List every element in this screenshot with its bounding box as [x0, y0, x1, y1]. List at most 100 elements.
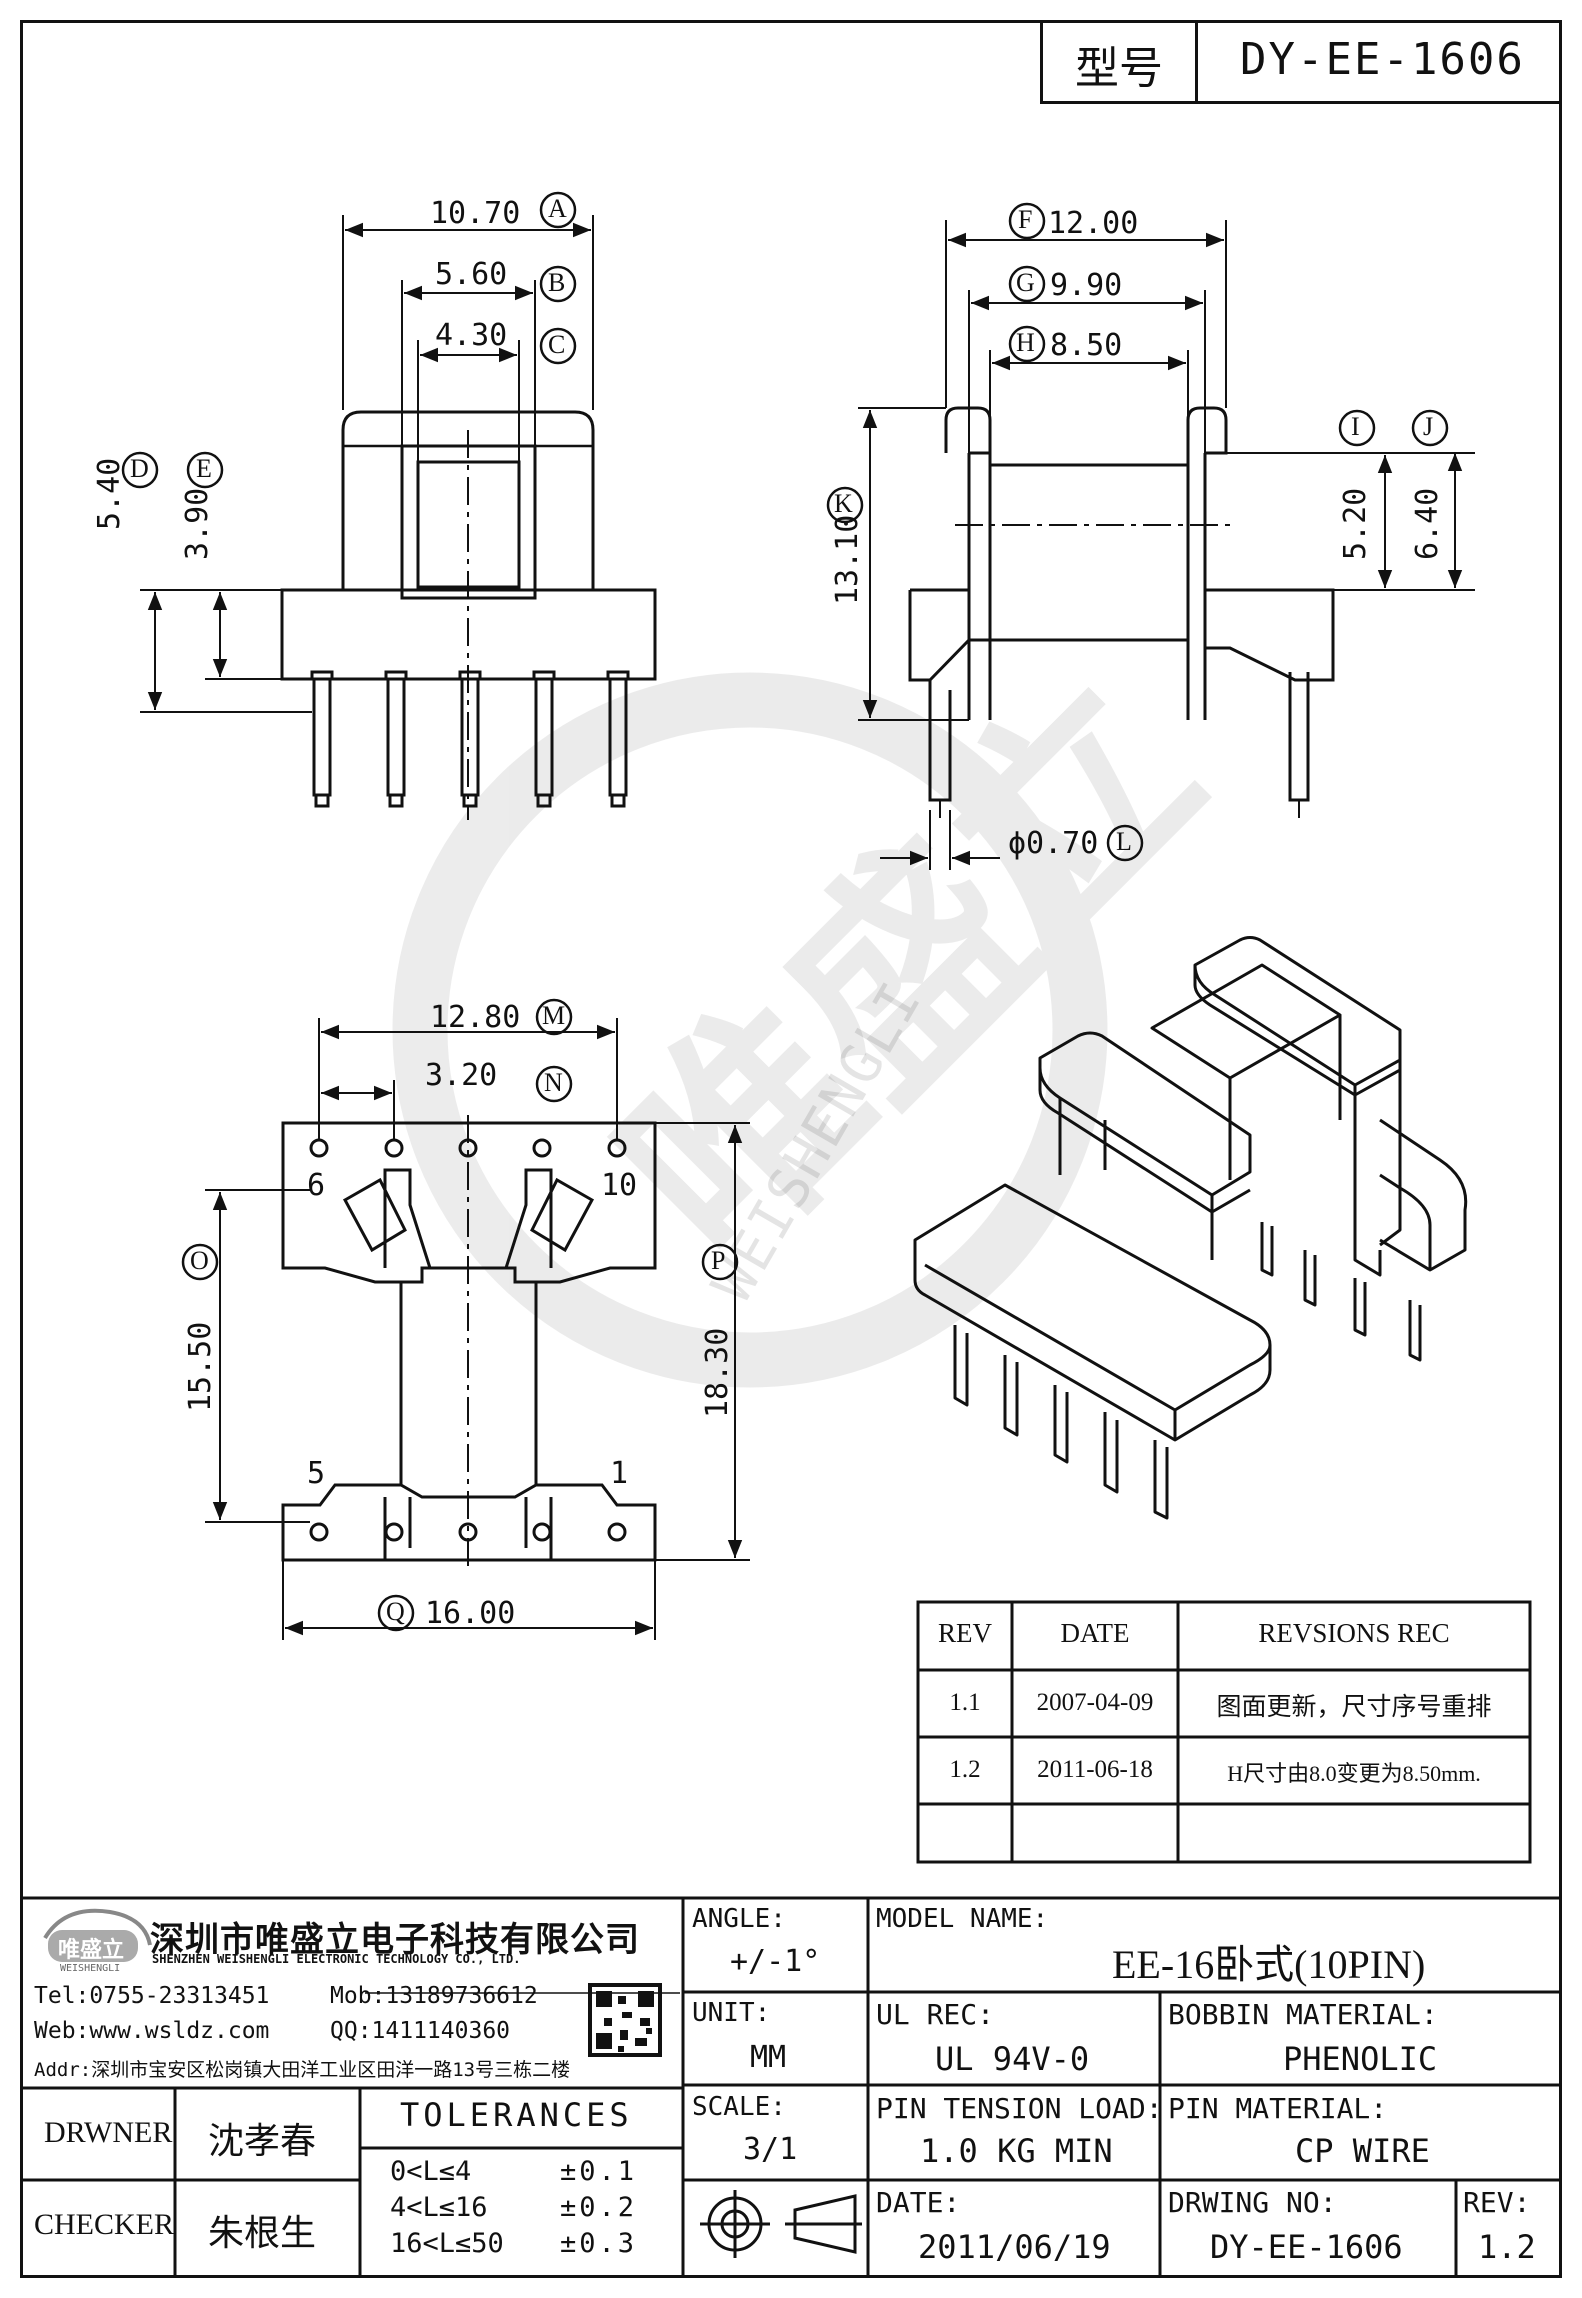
bubble-D: D: [130, 454, 149, 483]
logo-sub: WEISHENGLI: [60, 1963, 121, 1974]
ul-value: UL 94V-0: [935, 2040, 1090, 2078]
isometric-view: [913, 936, 1468, 1520]
pin-label-5: 5: [307, 1456, 326, 1491]
rev-row1-rev: 1.1: [949, 1689, 981, 1716]
bubble-M: M: [542, 1001, 566, 1030]
tolerance-range-2: 4<L≤16: [390, 2192, 488, 2223]
dim-A-value: 10.70: [430, 196, 521, 231]
model-value: EE-16卧式(10PIN): [1112, 1942, 1426, 1987]
tolerance-value-3: ±0.3: [560, 2228, 638, 2259]
pin-label-6: 6: [307, 1168, 326, 1203]
rev-header-date: DATE: [1060, 1618, 1130, 1648]
qr-code: [588, 1983, 662, 2057]
rev-value: 1.2: [1478, 2228, 1536, 2266]
company-tel: Tel:0755-23313451: [34, 1983, 270, 2009]
tolerance-range-1: 0<L≤4: [390, 2156, 472, 2187]
rev-row2-date: 2011-06-18: [1037, 1756, 1153, 1783]
rev-row1-date: 2007-04-09: [1036, 1689, 1154, 1716]
part-number: DY-EE-1606: [1240, 34, 1525, 85]
bubble-K: K: [834, 489, 853, 518]
unit-label: UNIT:: [692, 1998, 771, 2028]
dimension-bubbles: [121, 191, 1449, 1632]
bubble-I: I: [1351, 412, 1360, 441]
bubble-F: F: [1018, 205, 1033, 234]
bubble-Q: Q: [386, 1597, 405, 1626]
checker-name: 朱根生: [208, 2213, 317, 2253]
bobbin-label: BOBBIN MATERIAL:: [1168, 1998, 1438, 2031]
bubble-B: B: [548, 268, 566, 297]
date-value: 2011/06/19: [918, 2228, 1111, 2266]
date-label: DATE:: [876, 2186, 961, 2219]
rev-label: REV:: [1463, 2186, 1531, 2219]
revision-table-lines: [916, 1600, 1532, 1864]
rev-row2-rec: H尺寸由8.0变更为8.50mm.: [1227, 1761, 1481, 1786]
company-logo-icon: [43, 1908, 152, 1962]
scale-value: 3/1: [743, 2132, 798, 2167]
dim-F-value: 12.00: [1048, 206, 1139, 241]
tolerance-value-2: ±0.2: [560, 2192, 638, 2223]
company-name-cn: 深圳市唯盛立电子科技有限公司: [150, 1922, 640, 1959]
company-mob: Mob:13189736612: [330, 1983, 538, 2009]
bubble-N: N: [544, 1068, 563, 1097]
dim-G-value: 9.90: [1050, 268, 1123, 303]
bottom-view: [205, 1018, 750, 1640]
pin-tension-value: 1.0 KG MIN: [920, 2132, 1113, 2170]
header-divider: [1195, 20, 1198, 104]
bubble-L: L: [1116, 827, 1132, 856]
model-label: MODEL NAME:: [876, 1904, 1049, 1934]
rev-header-rec: REVSIONS REC: [1258, 1618, 1450, 1648]
drawer-label: DRWNER: [44, 2116, 173, 2149]
bubble-P: P: [711, 1246, 726, 1275]
bubble-O: O: [190, 1246, 209, 1275]
drawer-name: 沈孝春: [208, 2121, 317, 2161]
dim-L-value: ϕ0.70: [1008, 826, 1099, 861]
pin-material-value: CP WIRE: [1295, 2132, 1430, 2170]
checker-label: CHECKER: [34, 2208, 175, 2241]
bubble-C: C: [548, 330, 566, 359]
technical-drawing: 唯盛立: [121, 191, 1532, 1864]
bobbin-value: PHENOLIC: [1283, 2040, 1438, 2078]
bubble-G: G: [1016, 268, 1035, 297]
scale-label: SCALE:: [692, 2092, 786, 2122]
drawing-no-value: DY-EE-1606: [1210, 2228, 1403, 2266]
bubble-J: J: [1423, 412, 1434, 441]
rev-row2-rev: 1.2: [949, 1756, 981, 1783]
projection-symbol: [700, 2190, 862, 2258]
logo-text: 唯盛立: [58, 1937, 125, 1962]
pin-label-1: 1: [610, 1456, 629, 1491]
front-pins: [310, 670, 630, 808]
rev-header-rev: REV: [938, 1618, 992, 1648]
drawing-no-label: DRWING NO:: [1168, 2186, 1337, 2219]
bubble-H: H: [1016, 328, 1035, 357]
bubble-E: E: [196, 454, 212, 483]
rev-row1-rec: 图面更新，尺寸序号重排: [1216, 1694, 1492, 1721]
pin-tension-label: PIN TENSION LOAD:: [876, 2092, 1163, 2125]
bubble-A: A: [548, 194, 567, 223]
bottom-pin-holes: [309, 1138, 627, 1542]
dim-Q-value: 16.00: [425, 1596, 516, 1631]
pin-material-label: PIN MATERIAL:: [1168, 2092, 1388, 2125]
company-web: Web:www.wsldz.com: [34, 2018, 270, 2044]
dim-B-value: 5.60: [435, 257, 508, 292]
tolerances-label: TOLERANCES: [400, 2096, 633, 2134]
outer-border: [20, 20, 1562, 2278]
unit-value: MM: [750, 2040, 787, 2075]
angle-label: ANGLE:: [692, 1904, 786, 1934]
dim-M-value: 12.80: [430, 1000, 521, 1035]
tolerance-value-1: ±0.1: [560, 2156, 638, 2187]
company-name-en: SHENZHEN WEISHENGLI ELECTRONIC TECHNOLOG…: [152, 1952, 521, 1966]
dim-N-value: 3.20: [425, 1058, 498, 1093]
side-view: [858, 220, 1475, 870]
ul-label: UL REC:: [876, 1998, 995, 2031]
dim-C-value: 4.30: [435, 318, 508, 353]
company-addr: Addr:深圳市宝安区松岗镇大田洋工业区田洋一路13号三栋二楼: [34, 2059, 571, 2081]
angle-value: +/-1°: [730, 1944, 821, 1979]
tolerance-range-3: 16<L≤50: [390, 2228, 504, 2259]
pin-label-10: 10: [601, 1168, 638, 1203]
type-label: 型号: [1075, 44, 1163, 93]
dim-H-value: 8.50: [1050, 328, 1123, 363]
company-qq: QQ:1411140360: [330, 2018, 511, 2044]
front-view: [140, 215, 657, 820]
